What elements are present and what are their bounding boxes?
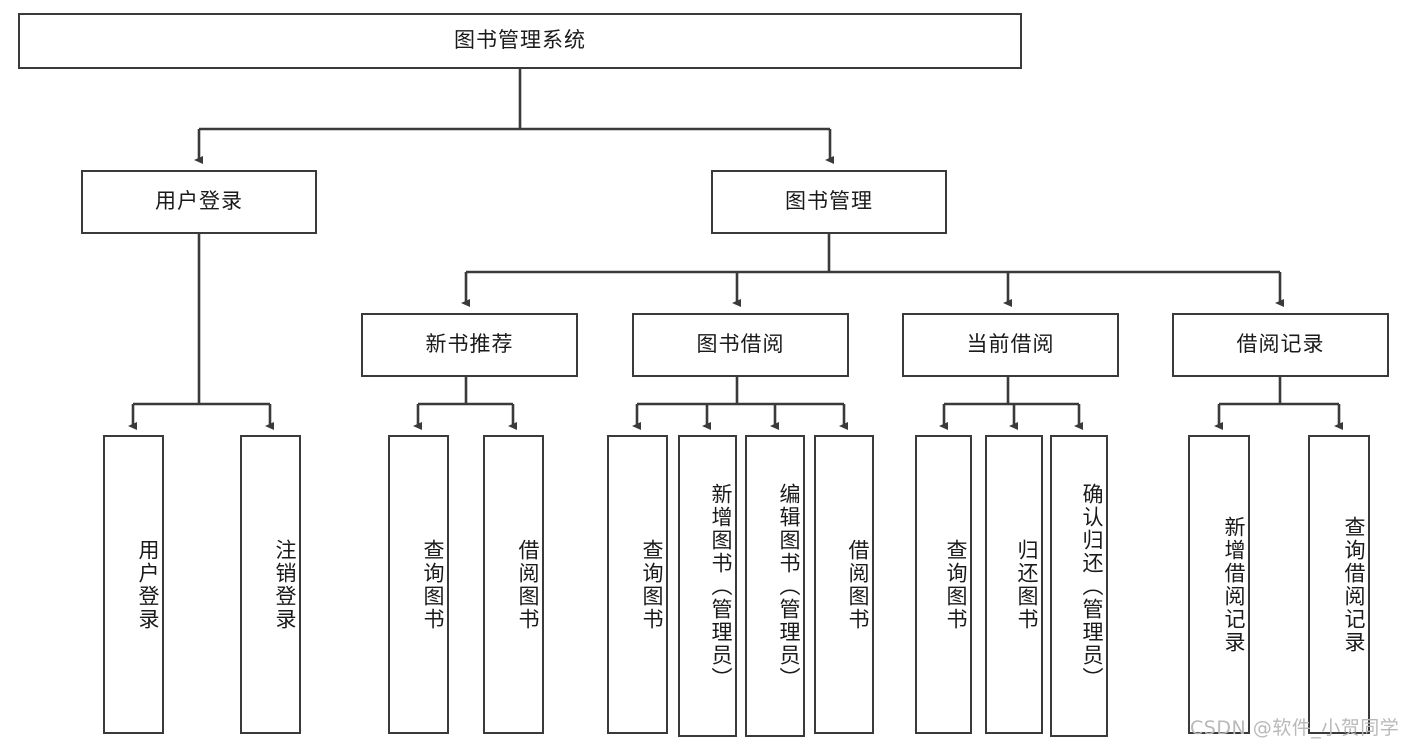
node-label: 新书推荐 [425,332,514,357]
leaf-query-book-borrow[interactable]: 查询图书 [607,435,668,734]
node-label: 图书管理 [785,189,873,214]
leaf-borrow-book-recommend[interactable]: 借阅图书 [483,435,544,734]
node-label: 查询图书 [421,538,445,631]
leaf-confirm-return-admin[interactable]: 确认归还（管理员） [1050,435,1108,737]
leaf-logout[interactable]: 注销登录 [240,435,301,734]
node-label: 用户登录 [136,538,160,631]
node-label: 借阅图书 [516,538,540,631]
node-label: 当前借阅 [966,332,1055,357]
node-label: 新增图书（管理员） [709,482,733,690]
node-borrow-records[interactable]: 借阅记录 [1172,313,1389,377]
node-label: 图书管理系统 [454,28,586,53]
csdn-watermark: CSDN @软件_小贺同学 [1190,717,1400,739]
node-label: 新增借阅记录 [1222,515,1246,654]
node-current-borrow[interactable]: 当前借阅 [902,313,1119,377]
node-label: 查询图书 [944,538,968,631]
node-user-login[interactable]: 用户登录 [81,170,317,234]
leaf-add-book-admin[interactable]: 新增图书（管理员） [678,435,737,737]
node-label: 图书借阅 [696,332,785,357]
node-label: 编辑图书（管理员） [777,482,801,690]
node-label: 查询借阅记录 [1342,515,1366,654]
node-label: 用户登录 [155,189,243,214]
leaf-user-login[interactable]: 用户登录 [103,435,164,734]
leaf-query-borrow-record[interactable]: 查询借阅记录 [1308,435,1370,734]
node-label: 借阅图书 [846,538,870,631]
node-root-book-management-system[interactable]: 图书管理系统 [18,13,1022,69]
leaf-query-book-recommend[interactable]: 查询图书 [388,435,449,734]
node-book-management[interactable]: 图书管理 [711,170,947,234]
node-label: 归还图书 [1015,538,1039,631]
leaf-borrow-book[interactable]: 借阅图书 [814,435,874,734]
node-label: 查询图书 [640,538,664,631]
node-new-book-recommend[interactable]: 新书推荐 [361,313,578,377]
node-label: 确认归还（管理员） [1080,482,1104,690]
leaf-edit-book-admin[interactable]: 编辑图书（管理员） [745,435,805,737]
node-label: 借阅记录 [1236,332,1325,357]
leaf-return-book[interactable]: 归还图书 [985,435,1043,734]
node-label: 注销登录 [273,538,297,631]
leaf-add-borrow-record[interactable]: 新增借阅记录 [1188,435,1250,734]
leaf-query-book-current[interactable]: 查询图书 [915,435,972,734]
node-book-borrow[interactable]: 图书借阅 [632,313,849,377]
